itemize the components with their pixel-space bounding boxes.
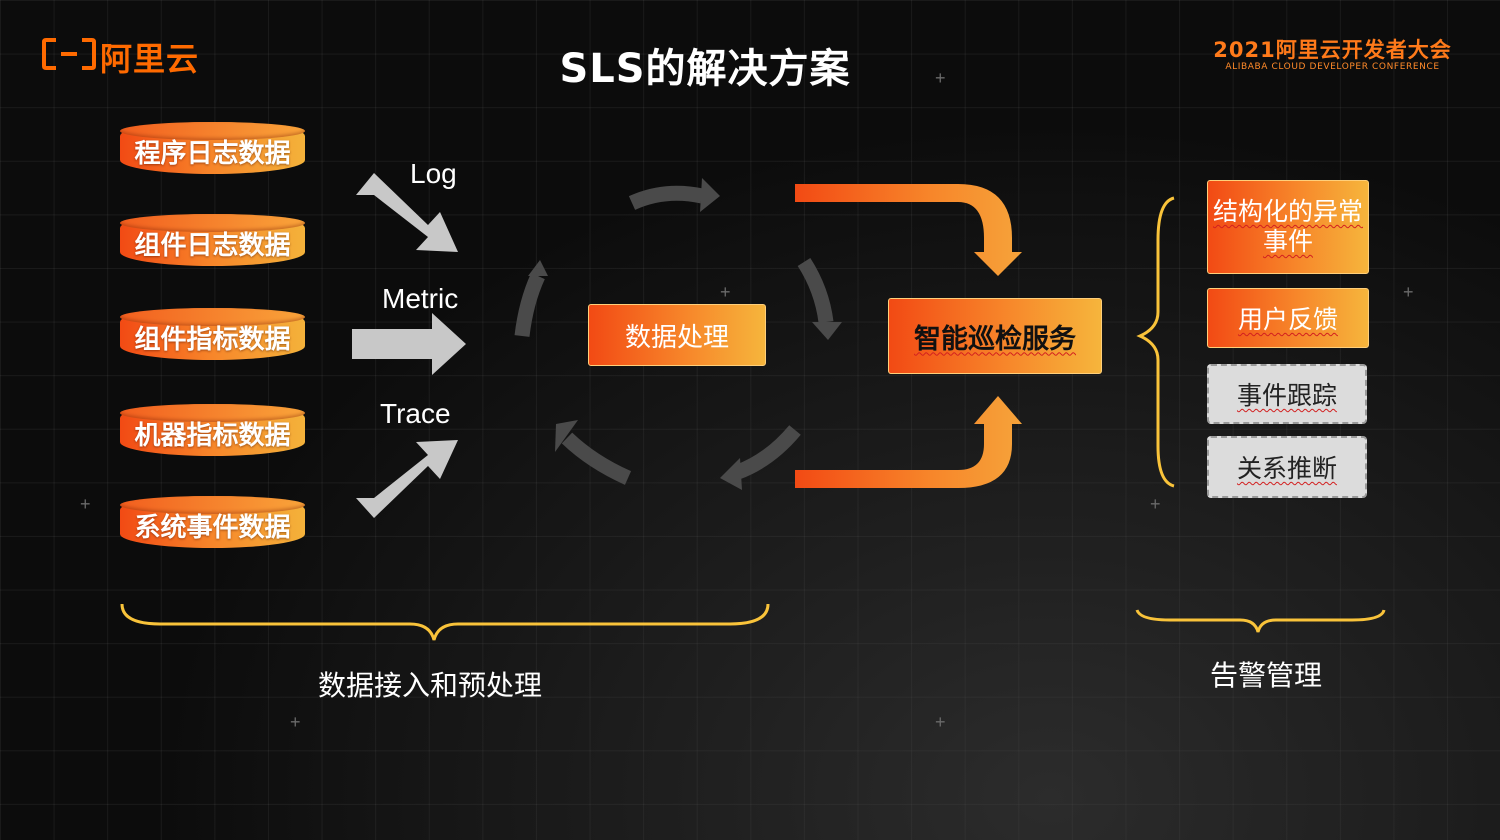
trace-arrow (356, 440, 458, 518)
svg-text:+: + (80, 494, 91, 514)
svg-text:+: + (1150, 494, 1161, 514)
data-source-system-events: 系统事件数据 (120, 496, 305, 548)
output-relation-inference: 关系推断 (1207, 436, 1367, 498)
data-source-label: 系统事件数据 (134, 512, 291, 543)
data-source-program-logs: 程序日志数据 (120, 122, 305, 174)
alibaba-cloud-logo-icon (42, 38, 96, 70)
svg-text:+: + (1403, 282, 1414, 302)
data-source-machine-metrics: 机器指标数据 (120, 404, 305, 456)
data-source-component-logs: 组件日志数据 (120, 214, 305, 266)
orange-arrow-top (795, 184, 1022, 276)
output-label: 事件跟踪 (1236, 381, 1337, 410)
section-label-alerting: 告警管理 (1210, 659, 1323, 692)
data-source-label: 组件指标数据 (134, 324, 291, 355)
grid-markers: + + + + + + + (80, 68, 1414, 732)
svg-text:+: + (935, 68, 946, 88)
svg-text:+: + (290, 712, 301, 732)
output-user-feedback: 用户反馈 (1207, 288, 1369, 348)
output-structured-anomaly-events: 结构化的异常事件 (1207, 180, 1369, 274)
page-title: SLS的解决方案 (559, 46, 851, 92)
flow-label-log: Log (410, 158, 457, 189)
data-source-label: 机器指标数据 (134, 420, 291, 451)
output-event-tracking: 事件跟踪 (1207, 364, 1367, 424)
smart-inspection-service-label: 智能巡检服务 (914, 323, 1076, 355)
svg-text:+: + (935, 712, 946, 732)
section-label-ingest: 数据接入和预处理 (318, 669, 543, 702)
output-label: 关系推断 (1236, 454, 1337, 483)
processing-cycle-heads (528, 178, 842, 490)
flow-label-metric: Metric (382, 283, 459, 314)
ingest-brace (120, 603, 770, 641)
log-arrow (356, 173, 458, 252)
alert-outputs-brace (1136, 196, 1175, 488)
flow-label-trace: Trace (380, 398, 451, 429)
data-processing-label: 数据处理 (624, 322, 729, 353)
conference-subtitle: ALIBABA CLOUD DEVELOPER CONFERENCE (1225, 62, 1440, 72)
smart-inspection-service-box: 智能巡检服务 (888, 298, 1102, 374)
svg-text:+: + (720, 282, 731, 302)
data-source-label: 组件日志数据 (134, 230, 291, 261)
output-label: 用户反馈 (1237, 305, 1338, 334)
logo-text: 阿里云 (100, 40, 200, 78)
orange-arrow-bottom (795, 396, 1022, 488)
metric-arrow (352, 313, 466, 375)
alerting-brace (1135, 609, 1386, 633)
data-source-component-metrics: 组件指标数据 (120, 308, 305, 360)
output-label: 结构化的异常事件 (1213, 197, 1364, 256)
processing-cycle-arrows (514, 185, 834, 485)
data-source-label: 程序日志数据 (134, 138, 291, 169)
data-processing-box: 数据处理 (588, 304, 766, 366)
conference-title: 2021阿里云开发者大会 (1213, 38, 1452, 62)
